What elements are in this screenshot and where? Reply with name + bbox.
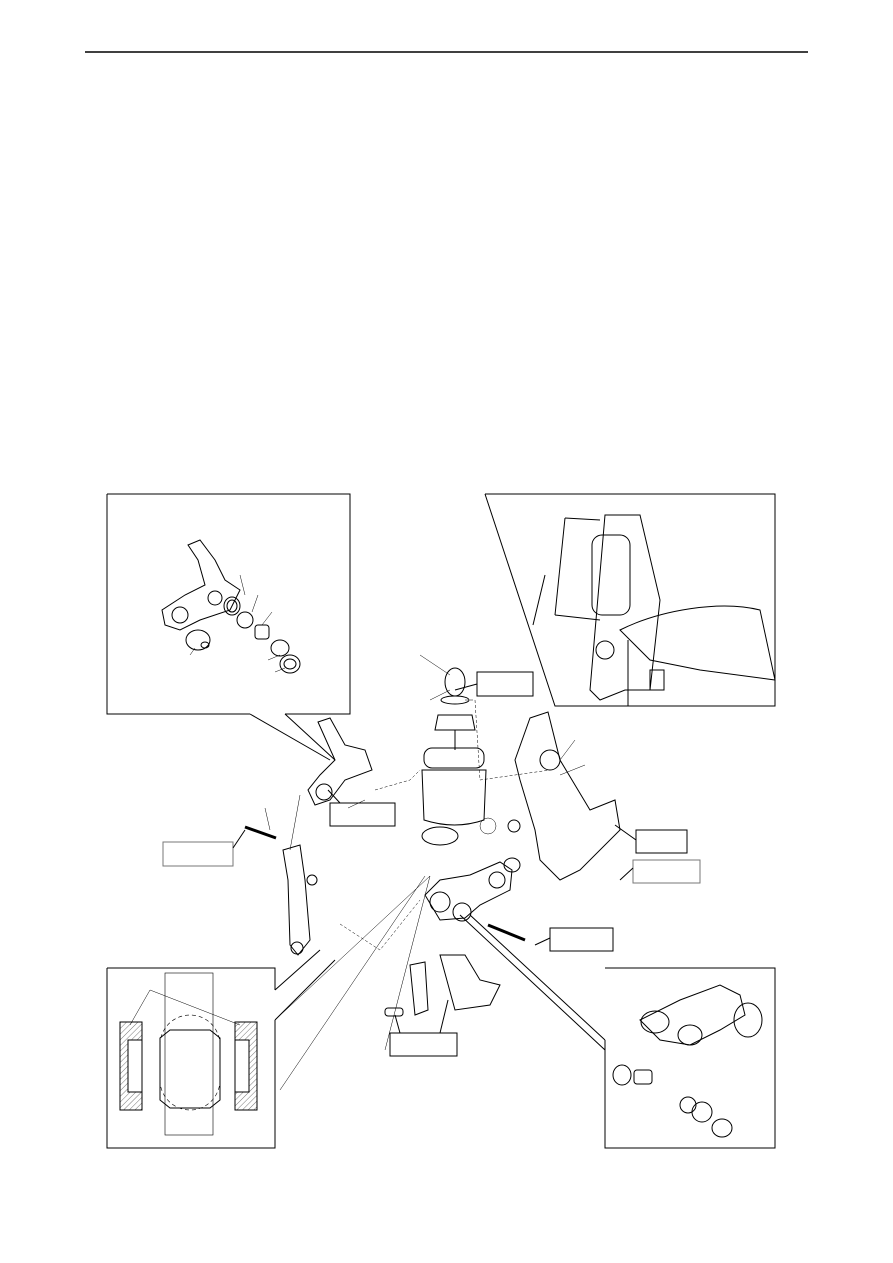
inset-top-right [484, 493, 776, 707]
bush-detail [185, 629, 211, 651]
callout-box [635, 829, 688, 854]
bracket-right [507, 711, 621, 881]
washers-detail [223, 596, 301, 674]
air-spring [421, 667, 497, 846]
callout-boxes [162, 671, 701, 1057]
leader-lines [264, 654, 586, 1091]
lower-lever [424, 857, 526, 942]
callout-box [389, 1032, 458, 1057]
callout-box [549, 927, 614, 952]
link-rod [244, 825, 318, 956]
inset-bottom-right [459, 914, 776, 1149]
inset-top-left [106, 493, 351, 761]
callout-box [476, 671, 534, 697]
callout-box [162, 841, 234, 867]
bottom-mount [384, 954, 501, 1017]
callout-box [632, 859, 701, 884]
inset-bottom-left [106, 949, 336, 1149]
dimension-line [554, 517, 566, 616]
rocker-arm [307, 717, 373, 806]
callout-box [329, 802, 396, 827]
lever-arm-detail [161, 539, 241, 631]
